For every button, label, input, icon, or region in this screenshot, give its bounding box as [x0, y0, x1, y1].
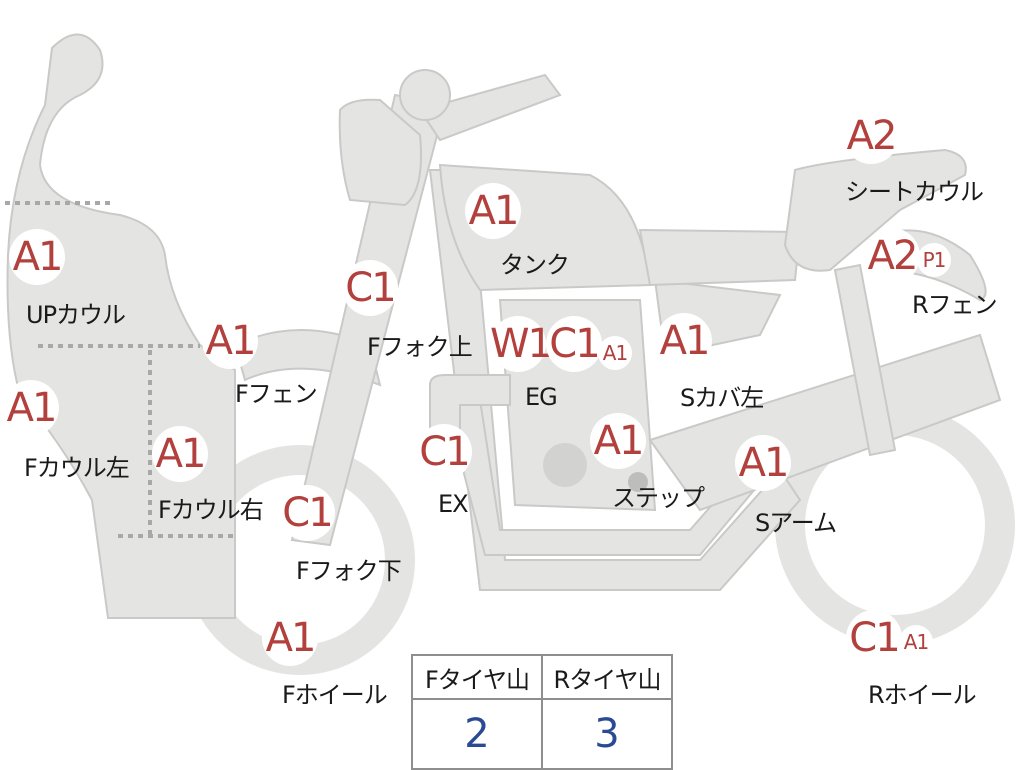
part-label: UPカウル: [26, 301, 126, 329]
part-label: Fフォク上: [367, 333, 473, 361]
front-tire-value: 2: [411, 698, 543, 770]
mirror-shape: [399, 69, 451, 121]
footpeg-left-shape: [628, 472, 648, 492]
headlight-shape: [338, 98, 422, 207]
part-label: Rフェン: [912, 291, 998, 319]
tire-tread-table: Fタイヤ山 Rタイヤ山 2 3: [411, 654, 673, 770]
code-badge: A1: [202, 313, 258, 369]
part-label: タンク: [500, 251, 570, 279]
part-label: Fフェン: [235, 380, 318, 408]
code-badge: A1: [262, 610, 318, 666]
part-label: Sアーム: [755, 509, 837, 537]
part-label: Fフォク下: [296, 557, 402, 585]
part-label: Sカバ左: [680, 384, 764, 412]
part-label: EX: [438, 490, 469, 518]
rear-tire-header: Rタイヤ山: [541, 654, 673, 700]
rear-tire-value: 3: [541, 698, 673, 770]
code-badge: A1: [152, 426, 208, 482]
seat-cowl-shape: [783, 148, 967, 272]
code-badge: A1: [465, 183, 521, 239]
exhaust-shape: [429, 374, 511, 441]
seat-shape: [638, 228, 802, 287]
code-badge: A1: [899, 625, 933, 659]
code-badge: C1: [342, 260, 398, 316]
part-label: シートカウル: [845, 178, 984, 206]
code-badge: A1: [3, 380, 59, 436]
code-badge: A1: [598, 336, 632, 370]
part-label: ステップ: [612, 484, 705, 512]
part-label: Fカウル左: [24, 454, 130, 482]
engine-case-shape: [543, 443, 587, 487]
code-badge: A1: [590, 413, 646, 469]
code-badge: A2: [864, 228, 920, 284]
part-label: EG: [525, 383, 558, 411]
code-badge: A1: [656, 313, 712, 369]
code-badge: A1: [9, 229, 65, 285]
code-badge: C1: [546, 316, 602, 372]
part-label: Fホイール: [282, 681, 388, 709]
part-label: Rホイール: [868, 681, 977, 709]
code-badge: C1: [416, 424, 472, 480]
code-badge: C1: [279, 485, 335, 541]
code-badge: C1: [846, 610, 902, 666]
part-label: Fカウル右: [158, 496, 264, 524]
code-badge: P1: [917, 243, 951, 277]
code-badge: W1: [490, 316, 553, 372]
code-badge: A2: [843, 108, 899, 164]
front-tire-header: Fタイヤ山: [411, 654, 543, 700]
code-badge: A1: [735, 435, 791, 491]
handlebar-shape: [418, 73, 562, 142]
rear-shock-shape: [833, 263, 897, 457]
